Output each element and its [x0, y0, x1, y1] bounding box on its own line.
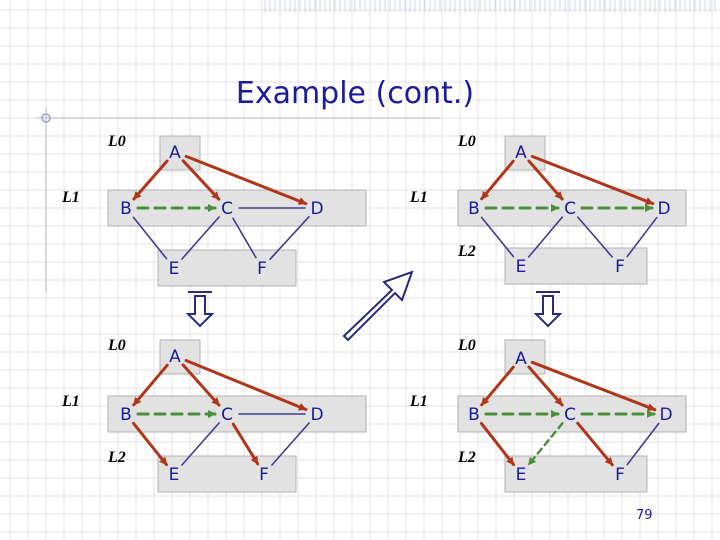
cross-edge-C-E	[181, 422, 220, 466]
level-label: L0	[457, 337, 476, 354]
cross-edge-C-E	[181, 216, 220, 260]
node-C: C	[221, 405, 233, 425]
cross-edge-B-E	[132, 216, 168, 260]
tree-edge-A-B	[132, 363, 169, 407]
node-E: E	[169, 259, 180, 279]
node-A: A	[169, 347, 181, 367]
tree-edge-B-E	[131, 421, 169, 467]
cross-edge-C-E	[527, 216, 564, 258]
tree-edge-A-D	[184, 359, 308, 411]
node-C: C	[564, 199, 576, 219]
node-A: A	[515, 349, 527, 369]
node-D: D	[659, 405, 672, 425]
level-label: L2	[457, 449, 476, 466]
level-label: L1	[409, 393, 428, 410]
tree-edge-A-C	[181, 159, 221, 201]
node-D: D	[657, 199, 670, 219]
cross-edge-D-F	[271, 422, 310, 466]
tree-edge-A-C	[527, 365, 564, 407]
node-D: D	[310, 199, 323, 219]
node-E: E	[516, 465, 527, 485]
level-label: L2	[107, 449, 126, 466]
node-F: F	[257, 259, 267, 279]
down-arrow-icon	[185, 295, 215, 328]
level-row	[157, 455, 297, 493]
node-A: A	[169, 143, 181, 163]
level-label: L1	[61, 189, 80, 206]
node-B: B	[468, 199, 480, 219]
transition-arrows	[185, 270, 563, 342]
node-F: F	[615, 257, 625, 277]
node-D: D	[310, 405, 323, 425]
tree-edge-A-B	[132, 159, 169, 201]
level-row	[504, 247, 648, 285]
node-B: B	[468, 405, 480, 425]
tree-edge-A-D	[184, 154, 308, 206]
rule-circle	[41, 113, 51, 123]
cross-edge-D-F	[626, 422, 660, 466]
node-F: F	[259, 465, 269, 485]
cross-edge-B-E	[480, 216, 515, 258]
slide-title: Example (cont.)	[235, 76, 475, 111]
tree-edge-A-C	[181, 363, 221, 407]
cross-edge-D-F	[626, 216, 658, 258]
level-row	[107, 395, 367, 433]
tree-edge-A-D	[530, 154, 655, 206]
level-row	[107, 189, 367, 227]
tree-edge-A-D	[530, 360, 657, 412]
node-C: C	[564, 405, 576, 425]
level-label: L0	[107, 133, 126, 150]
node-E: E	[516, 257, 527, 277]
level-label: L1	[409, 189, 428, 206]
down-arrow-icon	[533, 295, 563, 328]
diagonal-arrow-icon	[342, 270, 414, 342]
tree-edge-A-B	[480, 365, 515, 407]
back-edge-C-E	[527, 422, 564, 466]
level-label: L0	[457, 133, 476, 150]
tree-edge-A-C	[527, 159, 564, 201]
level-label: L1	[61, 393, 80, 410]
cross-edge-C-F	[232, 217, 257, 259]
tree-edge-A-B	[480, 159, 515, 201]
cross-edge-C-F	[577, 216, 613, 258]
node-E: E	[169, 465, 180, 485]
level-label: L2	[457, 243, 476, 260]
node-B: B	[120, 405, 132, 425]
node-A: A	[515, 143, 527, 163]
level-row	[159, 135, 201, 171]
top-band	[264, 0, 716, 12]
level-row	[159, 339, 201, 375]
level-label: L0	[107, 337, 126, 354]
cross-edge-D-F	[269, 216, 310, 260]
node-F: F	[615, 465, 625, 485]
node-C: C	[221, 199, 233, 219]
tree-edge-B-E	[479, 421, 516, 467]
tree-edge-C-F	[231, 422, 260, 466]
node-B: B	[120, 199, 132, 219]
tree-edge-C-F	[576, 421, 614, 467]
page-number: 79	[636, 508, 653, 523]
